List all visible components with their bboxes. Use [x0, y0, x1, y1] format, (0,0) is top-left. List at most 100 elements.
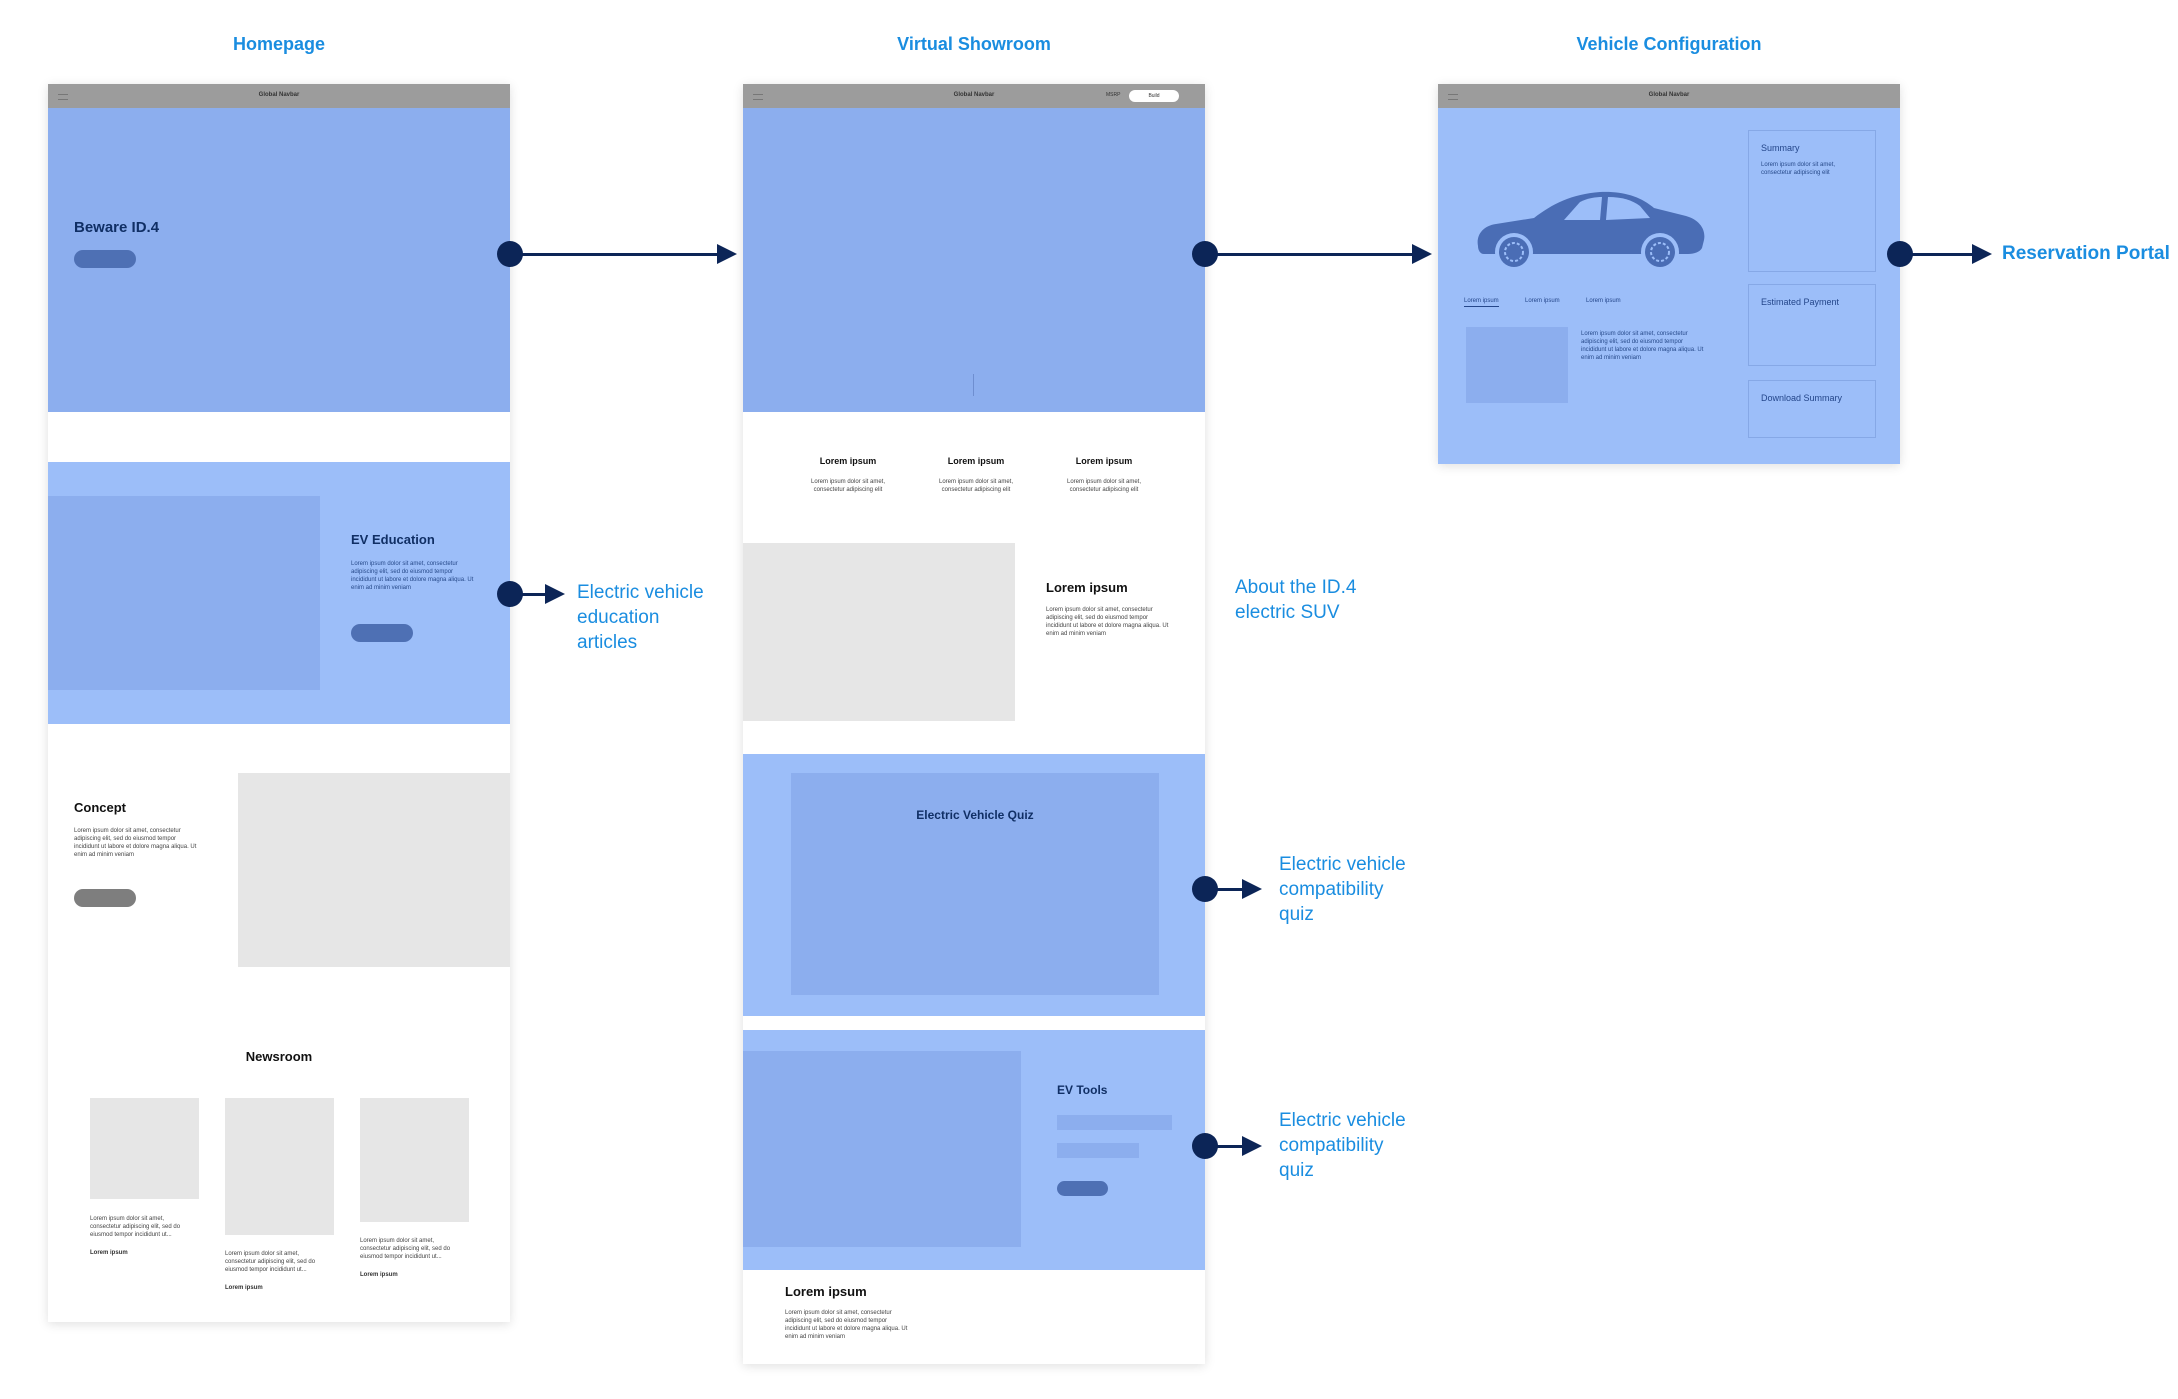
- arrow-right-icon: [545, 584, 565, 604]
- summary-label: Summary: [1761, 143, 1800, 153]
- ev-education-title: EV Education: [351, 532, 435, 547]
- ev-tools-input[interactable]: [1057, 1115, 1172, 1130]
- feature-text: Lorem ipsum dolor sit amet, consectetur …: [1066, 479, 1142, 493]
- education-annotation-line: Electric vehicle: [577, 582, 704, 603]
- config-tab[interactable]: Lorem ipsum: [1586, 298, 1621, 304]
- hero-cta-button[interactable]: [74, 250, 136, 268]
- tools-annotation-line: compatibility: [1279, 1135, 1384, 1156]
- menu-icon[interactable]: [753, 94, 763, 100]
- ev-tools-input[interactable]: [1057, 1143, 1139, 1158]
- about-annotation-line: electric SUV: [1235, 602, 1340, 623]
- tools-annotation: Electric vehicle compatibility quiz: [1279, 1108, 1406, 1183]
- news-card-text: Lorem ipsum dolor sit amet, consectetur …: [90, 1216, 181, 1238]
- reservation-portal-label: Reservation Portal: [2002, 243, 2170, 264]
- navbar-build-button[interactable]: Build: [1129, 90, 1179, 102]
- estimated-payment-panel[interactable]: Estimated Payment: [1748, 284, 1876, 366]
- ev-tools-button[interactable]: [1057, 1181, 1108, 1196]
- config-tab[interactable]: Lorem ipsum: [1525, 298, 1560, 304]
- arrow-right-icon: [1972, 244, 1992, 264]
- tools-annotation-line: Electric vehicle: [1279, 1110, 1406, 1131]
- quiz-title: Electric Vehicle Quiz: [916, 808, 1034, 822]
- configuration-column-title: Vehicle Configuration: [1576, 34, 1762, 54]
- config-option-image: [1466, 327, 1568, 403]
- feature-title: Lorem ipsum: [1075, 456, 1133, 466]
- summary-panel: Summary Lorem ipsum dolor sit amet, cons…: [1748, 130, 1876, 272]
- arrow-right-icon: [1412, 244, 1432, 264]
- global-navbar: Global Navbar: [1438, 84, 1900, 108]
- showroom-hero: [743, 108, 1205, 412]
- education-annotation-line: education: [577, 607, 660, 628]
- flow-connector-dot: [497, 241, 523, 267]
- about-image: [743, 543, 1015, 721]
- showroom-wireframe: Global Navbar MSRP Build Lorem ipsum Lor…: [743, 84, 1205, 1364]
- quiz-annotation-line: Electric vehicle: [1279, 854, 1406, 875]
- ev-education-text: Lorem ipsum dolor sit amet, consectetur …: [351, 561, 474, 591]
- news-card-image: [90, 1098, 199, 1199]
- flow-connector-line: [510, 593, 546, 596]
- about-text: Lorem ipsum dolor sit amet, consectetur …: [1046, 607, 1169, 637]
- about-annotation-line: About the ID.4: [1235, 577, 1357, 598]
- feature-title: Lorem ipsum: [947, 456, 1005, 466]
- arrow-right-icon: [717, 244, 737, 264]
- global-navbar: Global Navbar: [48, 84, 510, 108]
- menu-icon[interactable]: [1448, 94, 1458, 100]
- ev-tools-title: EV Tools: [1057, 1083, 1108, 1097]
- feature-text: Lorem ipsum dolor sit amet, consectetur …: [810, 479, 886, 493]
- flow-connector-line: [1205, 253, 1420, 256]
- homepage-wireframe: Global Navbar Beware ID.4 EV Education L…: [48, 84, 510, 1322]
- download-summary-label: Download Summary: [1761, 393, 1843, 403]
- flow-connector-dot: [1192, 241, 1218, 267]
- news-card-link[interactable]: Lorem ipsum: [360, 1272, 398, 1278]
- config-text: Lorem ipsum dolor sit amet, consectetur …: [1581, 331, 1704, 361]
- feature-text: Lorem ipsum dolor sit amet, consectetur …: [938, 479, 1014, 493]
- ev-education-image: [48, 496, 320, 690]
- car-icon: [1477, 191, 1705, 271]
- education-annotation-line: articles: [577, 632, 638, 653]
- flow-connector-dot: [497, 581, 523, 607]
- flow-connector-line: [510, 253, 725, 256]
- concept-image: [238, 773, 510, 967]
- global-navbar: Global Navbar MSRP Build: [743, 84, 1205, 108]
- navbar-brand: Global Navbar: [953, 92, 995, 98]
- flow-connector-line: [1900, 253, 1980, 256]
- tools-annotation-line: quiz: [1279, 1160, 1314, 1181]
- news-card-link[interactable]: Lorem ipsum: [225, 1285, 263, 1291]
- config-tab[interactable]: Lorem ipsum: [1464, 298, 1499, 307]
- news-card-text: Lorem ipsum dolor sit amet, consectetur …: [360, 1238, 451, 1260]
- navbar-brand: Global Navbar: [1648, 92, 1690, 98]
- concept-title: Concept: [74, 800, 126, 815]
- quiz-panel[interactable]: [791, 773, 1159, 995]
- about-annotation: About the ID.4 electric SUV: [1235, 575, 1356, 625]
- news-card-image: [225, 1098, 334, 1235]
- footer-title: Lorem ipsum: [785, 1284, 867, 1299]
- ev-education-button[interactable]: [351, 624, 413, 642]
- estimated-payment-label: Estimated Payment: [1761, 297, 1840, 307]
- hero-title: Beware ID.4: [74, 219, 160, 236]
- menu-icon[interactable]: [58, 94, 68, 100]
- navbar-brand: Global Navbar: [258, 92, 300, 98]
- navbar-msrp-link[interactable]: MSRP: [1106, 92, 1121, 98]
- homepage-column-title: Homepage: [232, 34, 326, 54]
- showroom-column-title: Virtual Showroom: [897, 34, 1051, 54]
- footer-text: Lorem ipsum dolor sit amet, consectetur …: [785, 1310, 908, 1340]
- news-card-link[interactable]: Lorem ipsum: [90, 1250, 128, 1256]
- feature-title: Lorem ipsum: [819, 456, 877, 466]
- concept-button[interactable]: [74, 889, 136, 907]
- summary-text: Lorem ipsum dolor sit amet, consectetur …: [1761, 162, 1836, 176]
- flow-connector-dot: [1192, 876, 1218, 902]
- concept-text: Lorem ipsum dolor sit amet, consectetur …: [74, 828, 197, 858]
- configuration-wireframe: Global Navbar Lorem ipsum Lorem ipsum Lo…: [1438, 84, 1900, 464]
- arrow-right-icon: [1242, 1136, 1262, 1156]
- flow-connector-line: [1205, 1145, 1245, 1148]
- education-annotation: Electric vehicle education articles: [577, 580, 704, 655]
- flow-connector-line: [1205, 888, 1245, 891]
- scroll-indicator: [973, 374, 974, 396]
- download-summary-panel[interactable]: Download Summary: [1748, 380, 1876, 438]
- ev-tools-image: [743, 1051, 1021, 1247]
- flow-connector-dot: [1192, 1133, 1218, 1159]
- newsroom-title: Newsroom: [245, 1049, 313, 1064]
- quiz-annotation: Electric vehicle compatibility quiz: [1279, 852, 1406, 927]
- arrow-right-icon: [1242, 879, 1262, 899]
- quiz-annotation-line: compatibility: [1279, 879, 1384, 900]
- flow-connector-dot: [1887, 241, 1913, 267]
